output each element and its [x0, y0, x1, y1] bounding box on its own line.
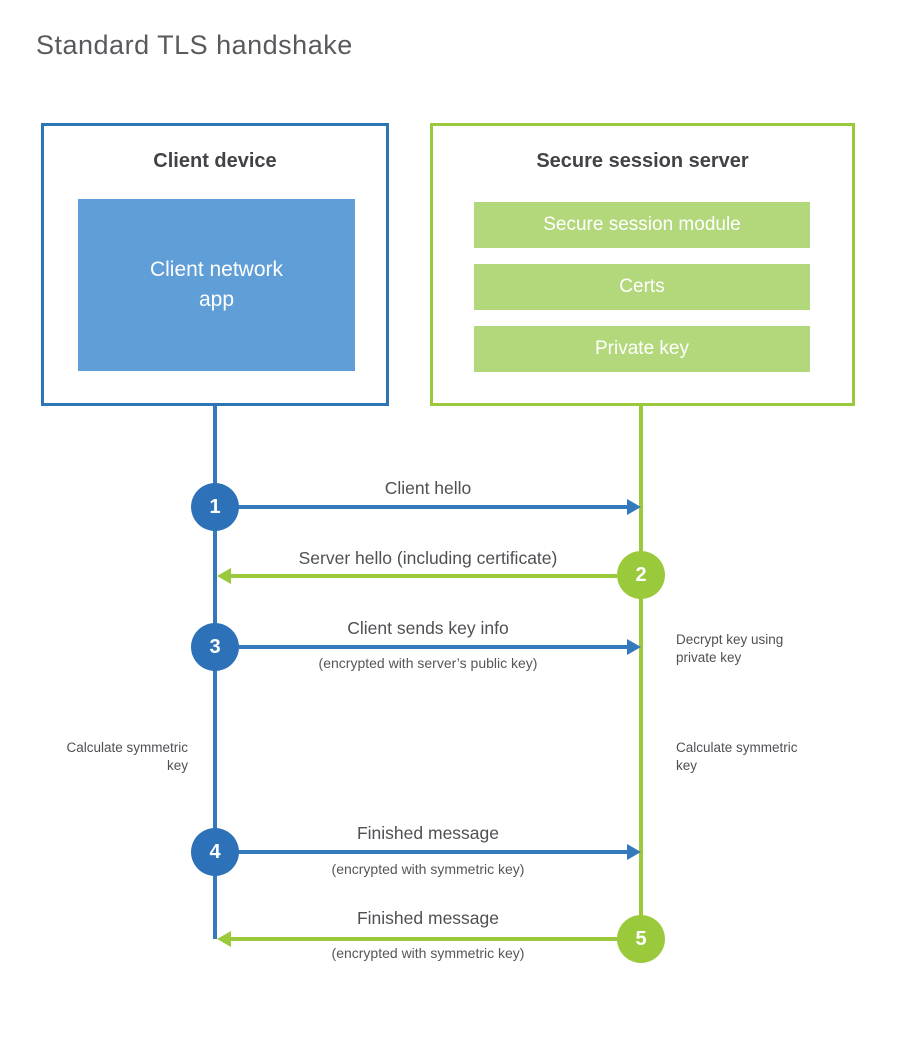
calculate-symmetric-key-server: Calculate symmetric key [676, 740, 798, 773]
server-module-certs: Certs [474, 264, 810, 310]
server-module-private-key: Private key [474, 326, 810, 372]
step5-sublabel: (encrypted with symmetric key) [331, 945, 525, 961]
decrypt-key-note: Decrypt key using private key [676, 632, 784, 665]
step2-arrowhead-icon [217, 568, 231, 584]
client-network-app-box: Client network app [78, 199, 355, 371]
client-lifeline [213, 406, 217, 939]
step1-arrow [237, 505, 627, 509]
step2-label: Server hello (including certificate) [298, 548, 558, 568]
step1-arrowhead-icon [627, 499, 641, 515]
step4-sublabel: (encrypted with symmetric key) [331, 861, 525, 877]
step5-arrowhead-icon [217, 931, 231, 947]
page-title: Standard TLS handshake [36, 30, 353, 60]
step3-arrow [237, 645, 627, 649]
server-lifeline [639, 406, 643, 939]
server-module-secure-session-module: Secure session module [474, 202, 810, 248]
step4-arrow [237, 850, 627, 854]
step2-arrow [231, 574, 617, 578]
step5-label: Finished message [356, 908, 500, 928]
step1-badge: 1 [191, 483, 239, 531]
step4-arrowhead-icon [627, 844, 641, 860]
step5-badge: 5 [617, 915, 665, 963]
step3-label: Client sends key info [347, 618, 509, 638]
step3-arrowhead-icon [627, 639, 641, 655]
step3-sublabel: (encrypted with server’s public key) [318, 655, 538, 671]
step1-label: Client hello [384, 478, 472, 498]
client-device-title: Client device [153, 150, 277, 172]
calculate-symmetric-key-client: Calculate symmetric key [66, 740, 188, 773]
step4-badge: 4 [191, 828, 239, 876]
step5-arrow [231, 937, 617, 941]
step2-badge: 2 [617, 551, 665, 599]
step3-badge: 3 [191, 623, 239, 671]
secure-session-server-title: Secure session server [536, 150, 749, 172]
step4-label: Finished message [356, 823, 500, 843]
